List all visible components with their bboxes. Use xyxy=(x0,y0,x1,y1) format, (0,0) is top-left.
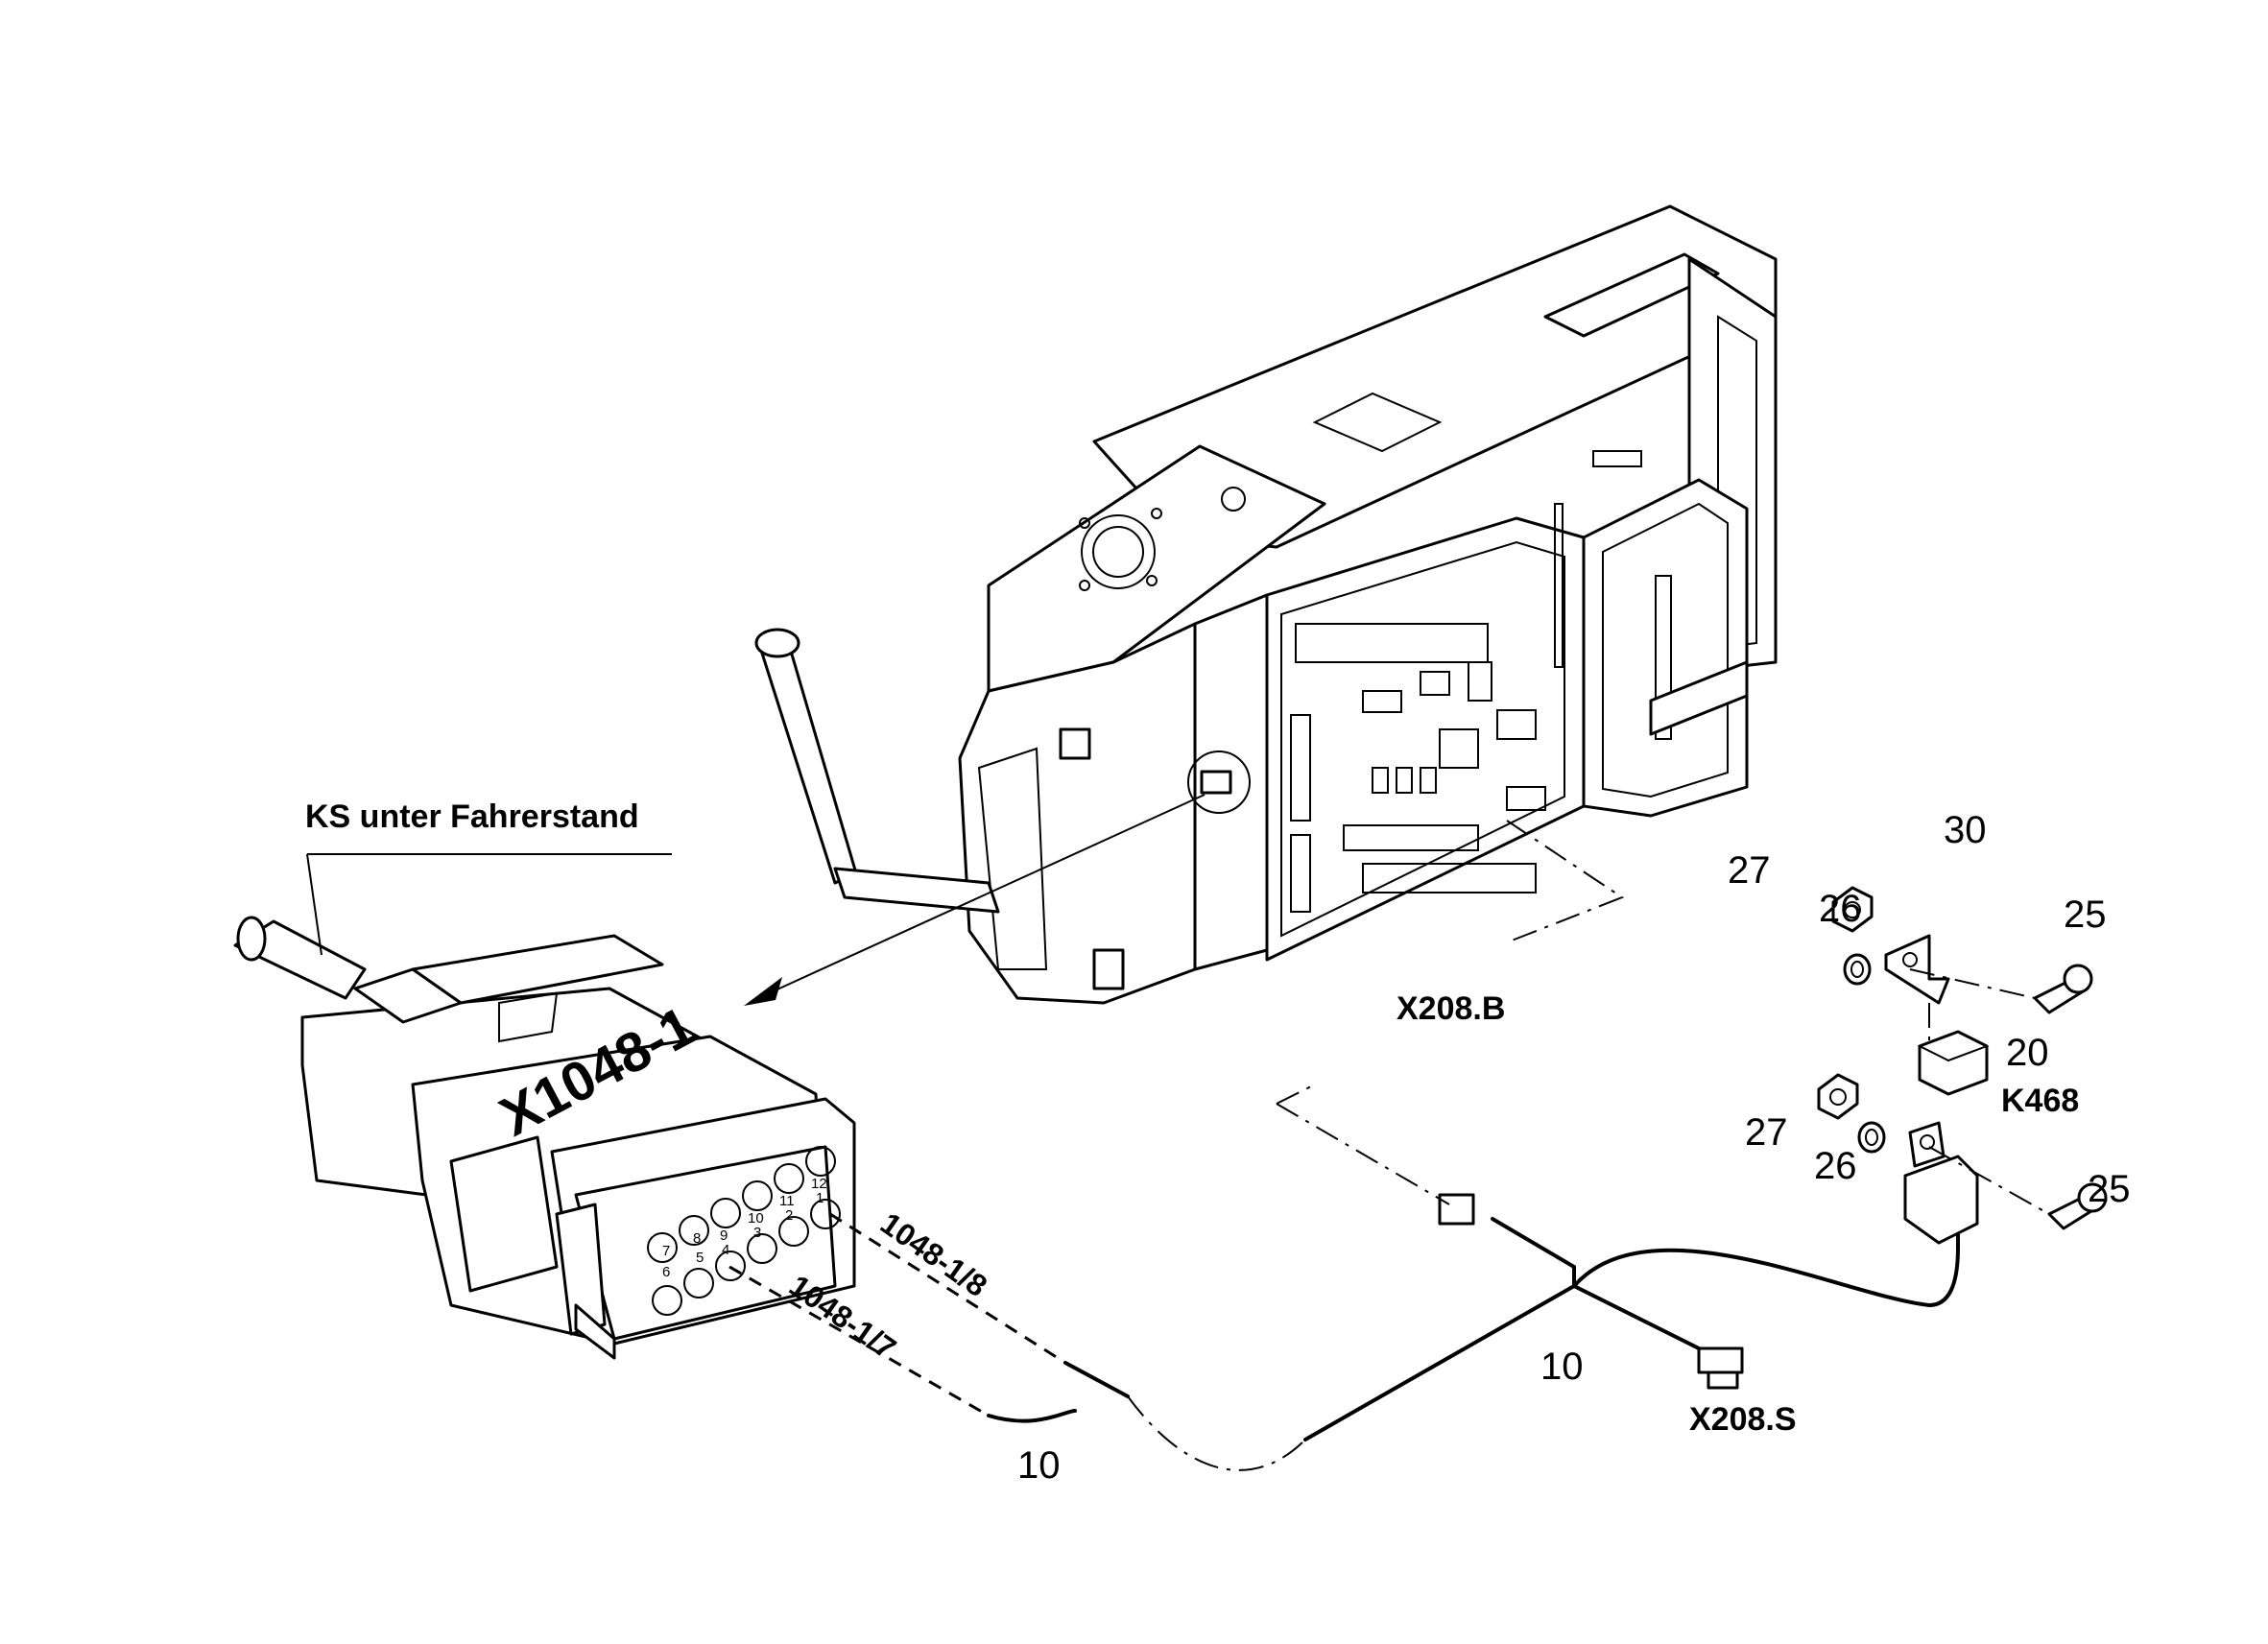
pin-number-11: 11 xyxy=(779,1193,795,1209)
x208s-label: X208.S xyxy=(1689,1401,1797,1438)
shift-lever xyxy=(754,628,1000,914)
item-number-10-right: 10 xyxy=(1540,1346,1584,1388)
control-housing xyxy=(958,204,1778,1005)
hardware-top-center-line xyxy=(1909,968,2036,999)
k468-label: K468 xyxy=(2001,1083,2079,1119)
leader-arrowhead xyxy=(744,977,782,1006)
pin-number-3: 3 xyxy=(753,1225,761,1241)
pin-number-1: 1 xyxy=(816,1190,824,1206)
item-number-30: 30 xyxy=(1944,809,1987,851)
pin-number-6: 6 xyxy=(662,1264,670,1280)
pin-number-4: 4 xyxy=(722,1242,729,1258)
pin-number-7: 7 xyxy=(662,1243,670,1259)
hardware-bottom-center-line xyxy=(1928,1146,2050,1215)
pin-numbers: 12 1 11 2 10 3 9 4 6 5 7 8 xyxy=(662,1176,827,1280)
pin-number-2: 2 xyxy=(785,1207,793,1224)
pin-number-12: 12 xyxy=(811,1176,827,1192)
item-number-26-bottom: 26 xyxy=(1814,1145,1857,1187)
relay-k468 xyxy=(1917,1030,1990,1096)
item-number-27-bottom: 27 xyxy=(1745,1111,1788,1154)
hardware-bottom xyxy=(1817,1073,2108,1245)
item-number-27-top: 27 xyxy=(1728,849,1771,892)
pin-number-10: 10 xyxy=(748,1210,764,1227)
ks-cable xyxy=(233,916,367,1000)
item-number-26-top: 26 xyxy=(1819,888,1862,930)
hardware-top xyxy=(1831,886,2093,1014)
x1048-1-connector xyxy=(300,934,856,1360)
wire-harness xyxy=(728,820,1960,1471)
leader-arrow-line xyxy=(757,794,1206,999)
x208b-label: X208.B xyxy=(1397,990,1505,1027)
ks-cable-label: KS unter Fahrerstand xyxy=(305,798,639,835)
pin-number-9: 9 xyxy=(720,1227,728,1244)
item-number-20: 20 xyxy=(2006,1032,2049,1074)
item-number-25-bottom: 25 xyxy=(2088,1168,2131,1210)
pin-number-8: 8 xyxy=(693,1230,701,1247)
item-number-25-top: 25 xyxy=(2064,893,2107,936)
housing-connector xyxy=(1187,751,1251,814)
item-number-10-left: 10 xyxy=(1017,1444,1061,1487)
pin-number-5: 5 xyxy=(696,1250,704,1266)
ks-cable-pointer xyxy=(306,853,322,956)
